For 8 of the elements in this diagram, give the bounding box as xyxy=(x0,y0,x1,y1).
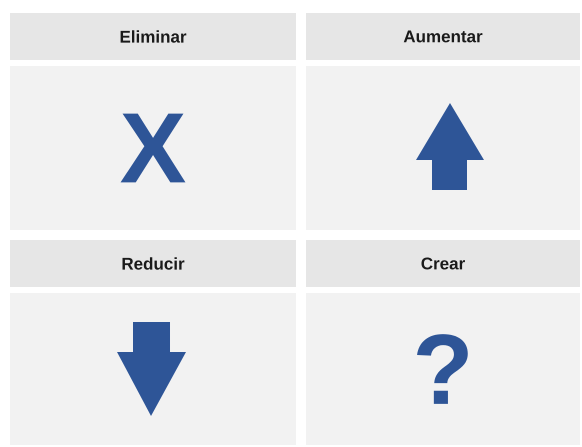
header-band: Aumentar xyxy=(306,13,580,60)
panel xyxy=(306,66,580,230)
symbol-panel: ? xyxy=(306,292,580,445)
header-band: Reducir xyxy=(10,240,296,287)
header-band: Eliminar xyxy=(10,13,296,60)
symbol-panel: X xyxy=(10,66,296,230)
panel xyxy=(10,292,296,445)
header-band: Crear xyxy=(306,240,580,287)
